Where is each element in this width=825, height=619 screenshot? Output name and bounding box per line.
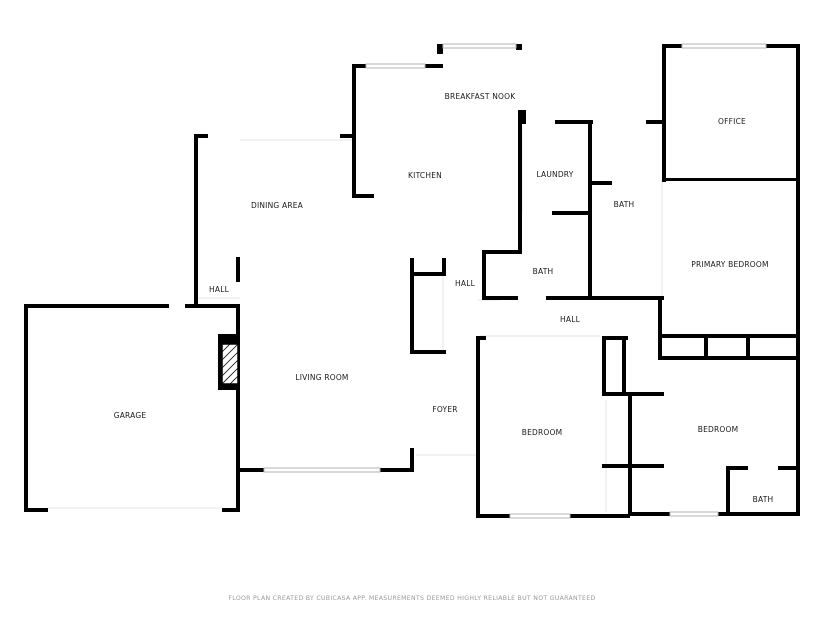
room-label-foyer: FOYER xyxy=(432,405,457,414)
wall xyxy=(718,512,800,516)
wall xyxy=(437,44,443,54)
wall xyxy=(482,250,486,300)
window xyxy=(442,43,517,49)
window xyxy=(509,513,571,519)
wall xyxy=(236,468,264,472)
wall xyxy=(352,64,356,198)
wall xyxy=(410,272,446,276)
room-label-bath-middle: BATH xyxy=(533,267,554,276)
footer-disclaimer: FLOOR PLAN CREATED BY CUBICASA APP. MEAS… xyxy=(228,595,595,602)
room-label-bath-upper: BATH xyxy=(614,200,635,209)
wall xyxy=(482,296,518,300)
door-openings xyxy=(48,122,796,512)
wall xyxy=(222,508,240,512)
wall xyxy=(442,258,446,276)
room-label-bath-lower: BATH xyxy=(753,495,774,504)
wall xyxy=(588,120,592,300)
wall xyxy=(24,508,48,512)
wall xyxy=(518,110,522,252)
wall xyxy=(658,300,662,360)
room-label-bedroom-right: BEDROOM xyxy=(698,425,739,434)
wall xyxy=(352,64,366,68)
room-label-hall-center: HALL xyxy=(455,279,476,288)
wall xyxy=(380,468,414,472)
wall xyxy=(658,356,800,360)
window xyxy=(669,511,719,517)
wall xyxy=(622,336,626,392)
wall xyxy=(552,211,590,215)
room-label-garage: GARAGE xyxy=(114,411,147,420)
wall xyxy=(352,194,374,198)
wall xyxy=(602,336,628,340)
window xyxy=(681,43,767,49)
wall xyxy=(522,110,526,124)
window xyxy=(365,63,426,69)
wall xyxy=(662,44,666,182)
wall xyxy=(516,44,522,50)
room-label-bedroom-left: BEDROOM xyxy=(522,428,563,437)
wall xyxy=(518,170,522,180)
room-label-breakfast-nook: BREAKFAST NOOK xyxy=(445,92,517,101)
wall xyxy=(425,64,443,68)
wall xyxy=(630,512,670,516)
wall xyxy=(476,514,510,518)
wall xyxy=(476,336,480,518)
wall xyxy=(340,134,356,138)
wall xyxy=(796,44,800,516)
wall xyxy=(410,350,446,354)
walls xyxy=(24,44,800,518)
wall xyxy=(704,334,708,360)
wall xyxy=(602,464,664,468)
fireplace-icon xyxy=(218,334,240,390)
wall xyxy=(662,44,682,48)
wall xyxy=(482,250,522,254)
wall xyxy=(194,134,208,138)
windows xyxy=(263,43,767,519)
wall xyxy=(662,178,796,181)
wall xyxy=(602,392,664,396)
room-label-laundry: LAUNDRY xyxy=(536,170,573,179)
wall xyxy=(476,336,486,340)
room-label-primary-bedroom: PRIMARY BEDROOM xyxy=(691,260,768,269)
room-label-dining-area: DINING AREA xyxy=(251,201,304,210)
room-label-living-room: LIVING ROOM xyxy=(295,373,348,382)
wall xyxy=(410,448,414,472)
room-label-hall-main: HALL xyxy=(560,315,581,324)
wall xyxy=(726,466,730,516)
wall xyxy=(236,304,240,334)
wall xyxy=(194,134,198,306)
wall xyxy=(590,181,612,185)
wall xyxy=(555,120,593,124)
room-label-office: OFFICE xyxy=(718,117,746,126)
window xyxy=(263,467,381,473)
wall xyxy=(410,258,414,354)
wall xyxy=(185,304,237,308)
room-label-hall-left: HALL xyxy=(209,285,230,294)
wall xyxy=(570,514,630,518)
wall xyxy=(658,334,796,338)
wall xyxy=(546,296,664,300)
wall xyxy=(646,120,666,124)
wall xyxy=(236,257,240,282)
room-label-kitchen: KITCHEN xyxy=(408,171,442,180)
wall xyxy=(24,304,169,308)
wall xyxy=(778,466,800,470)
wall xyxy=(726,466,748,470)
wall xyxy=(236,390,240,512)
wall xyxy=(24,304,28,512)
wall xyxy=(766,44,800,48)
wall xyxy=(602,336,606,396)
wall xyxy=(746,334,750,360)
wall xyxy=(628,392,632,516)
